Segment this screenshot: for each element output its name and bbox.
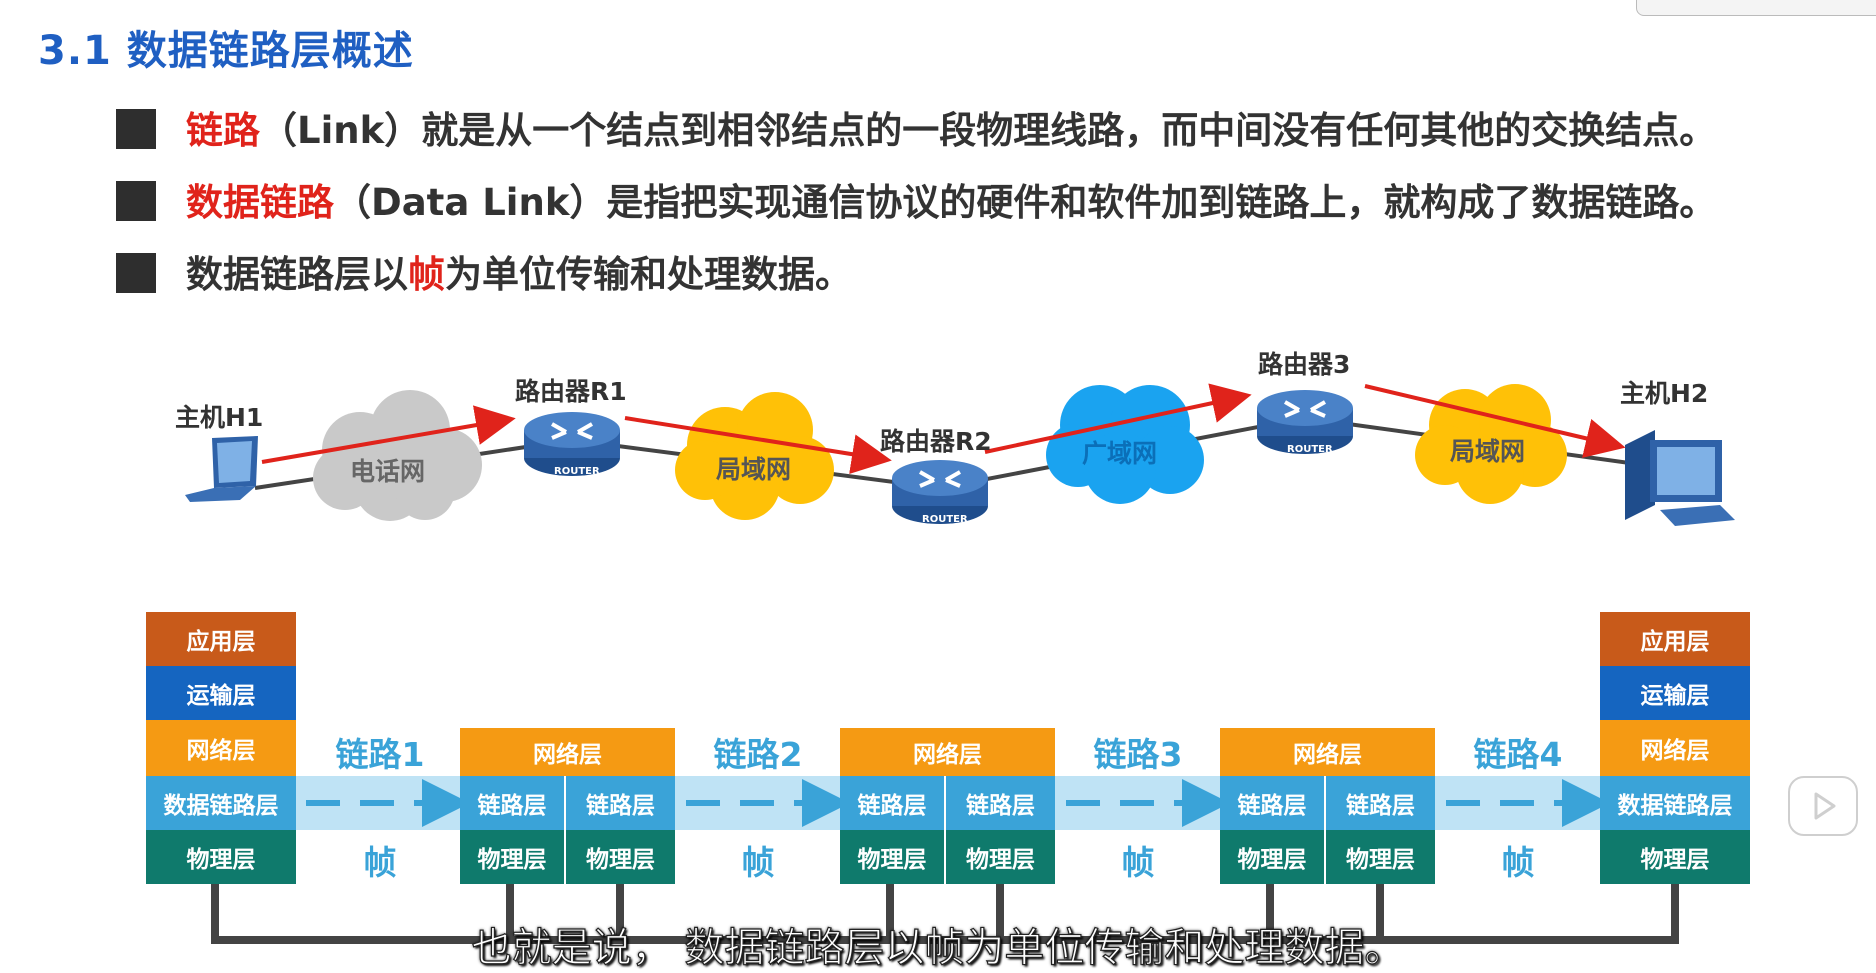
link-3-label: 链路3 [1093,735,1183,774]
term-frame: 帧 [408,253,445,296]
host-h2-label: 主机H2 [1620,379,1709,408]
router-r1-label: 路由器R1 [515,377,627,406]
network-topology-diagram [185,383,1735,526]
frame-label-1: 帧 [363,843,397,882]
play-button[interactable] [1788,776,1858,836]
desktop-computer-icon [1625,430,1735,526]
router-r3-icon [1257,390,1353,454]
bullet-datalink-definition: 数据链路（Data Link）是指把实现通信协议的硬件和软件加到链路上，就构成了… [116,172,1716,226]
layer-transport: 运输层 [146,666,296,720]
router-r3-tag: ROUTER [1287,444,1333,455]
frame-label-2: 帧 [741,843,775,882]
router-r1-tag: ROUTER [554,466,600,477]
layer-network: 网络层 [460,728,675,776]
bullet-text-pre: 数据链路层以 [186,253,408,296]
layer-physical: 物理层 [566,830,675,884]
frame-label-4: 帧 [1501,843,1535,882]
play-icon [1814,792,1836,820]
layer-datalink: 数据链路层 [146,776,296,830]
cloud-phone-label: 电话网 [350,457,426,486]
toolbar-fragment [1636,0,1876,16]
bullet-square-icon [116,253,156,293]
layer-datalink: 链路层 [840,776,946,830]
layer-physical: 物理层 [460,830,566,884]
layer-datalink: 链路层 [1220,776,1326,830]
router-r2-label: 路由器R2 [880,427,992,456]
layer-network: 网络层 [1220,728,1435,776]
layer-datalink: 链路层 [946,776,1055,830]
frame-label-3: 帧 [1121,843,1155,882]
layer-application: 应用层 [1600,612,1750,666]
bullet-frame-unit: 数据链路层以帧为单位传输和处理数据。 [116,244,852,298]
bullet-square-icon [116,181,156,221]
cloud-lan1-label: 局域网 [716,455,792,484]
cloud-wan-label: 广域网 [1082,439,1158,468]
layer-transport: 运输层 [1600,666,1750,720]
layer-network: 网络层 [840,728,1055,776]
video-subtitle: 也就是说， 数据链路层以帧为单位传输和处理数据。 [471,924,1405,971]
layer-physical: 物理层 [946,830,1055,884]
term-link: 链路 [186,109,260,152]
link-4-label: 链路4 [1473,735,1563,774]
term-data-link: 数据链路 [186,181,334,224]
router-r3-label: 路由器3 [1258,350,1351,379]
bullet-text: （Data Link）是指把实现通信协议的硬件和软件加到链路上，就构成了数据链路… [334,181,1717,224]
layer-network: 网络层 [146,720,296,776]
layer-network: 网络层 [1600,720,1750,776]
bullet-link-definition: 链路（Link）就是从一个结点到相邻结点的一段物理线路，而中间没有任何其他的交换… [116,100,1716,154]
cloud-lan2-label: 局域网 [1450,437,1526,466]
router-r2-icon [892,460,988,524]
data-flow-arrows [261,383,1626,474]
bullet-square-icon [116,109,156,149]
cloud-lan-2 [1415,384,1567,504]
cloud-phone-network [313,390,482,521]
cloud-lan-1 [675,392,834,520]
layer-datalink: 链路层 [460,776,566,830]
host-h1-label: 主机H1 [175,403,264,432]
cloud-wan [1046,385,1204,504]
bullet-text-post: 为单位传输和处理数据。 [445,253,852,296]
link-2-label: 链路2 [713,735,803,774]
layer-application: 应用层 [146,612,296,666]
layer-datalink: 链路层 [566,776,675,830]
layer-datalink: 数据链路层 [1600,776,1750,830]
router-r2-tag: ROUTER [922,514,968,525]
bullet-text: （Link）就是从一个结点到相邻结点的一段物理线路，而中间没有任何其他的交换结点… [260,109,1717,152]
physical-connection-line [211,880,1679,944]
frame-arrows [306,779,1610,827]
slide-title: 3.1 数据链路层概述 [38,28,414,74]
link-1-label: 链路1 [335,735,425,774]
layer-physical: 物理层 [1600,830,1750,884]
layer-physical: 物理层 [840,830,946,884]
router-r1-icon [524,412,620,476]
layer-physical: 物理层 [1326,830,1435,884]
laptop-icon [185,436,258,502]
layer-datalink: 链路层 [1326,776,1435,830]
layer-physical: 物理层 [1220,830,1326,884]
layer-physical: 物理层 [146,830,296,884]
